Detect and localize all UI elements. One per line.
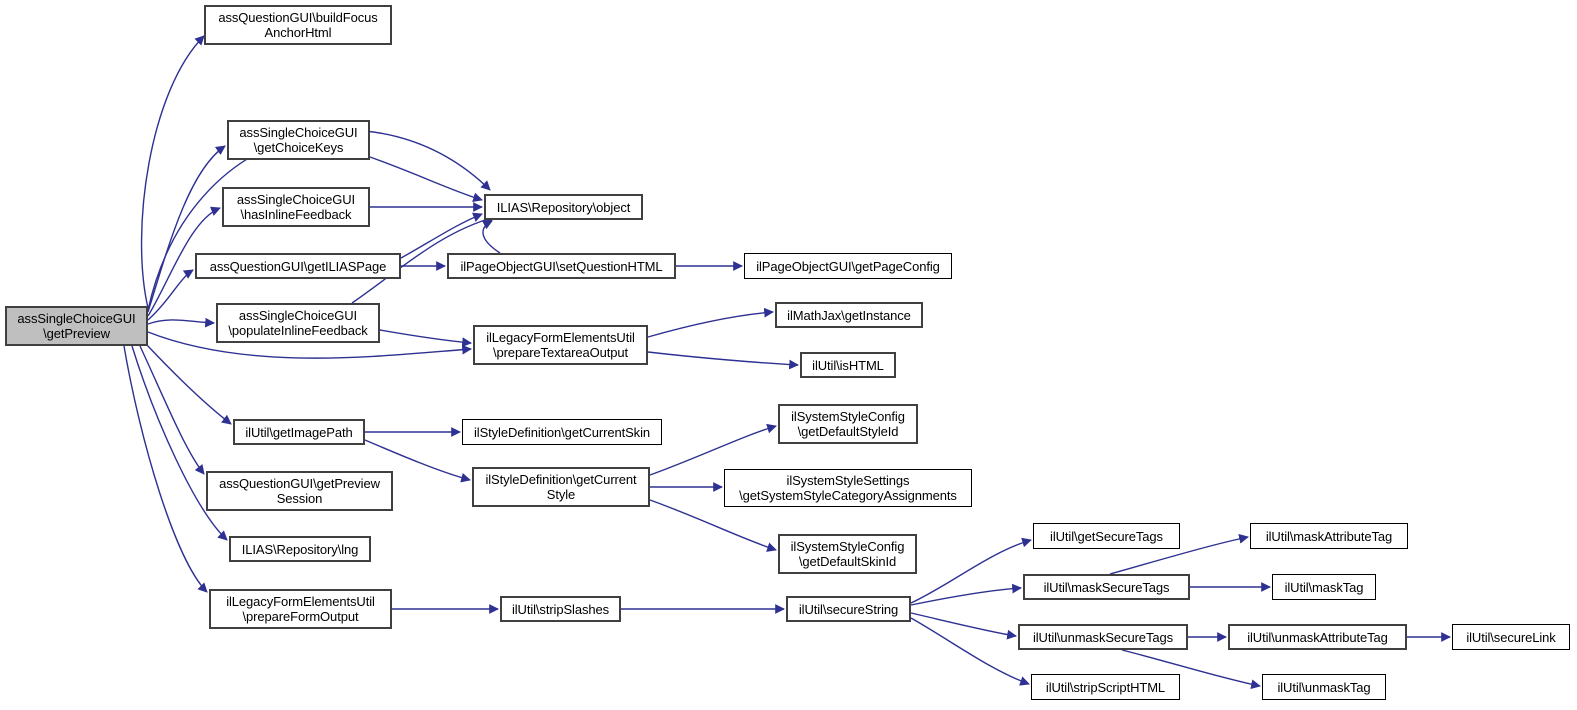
graph-node-n0[interactable]: assSingleChoiceGUI \getPreview bbox=[5, 306, 148, 346]
graph-node-n19[interactable]: ILIAS\Repository\lng bbox=[229, 536, 371, 562]
edge-n22-to-n27 bbox=[910, 612, 1017, 640]
edge-n0-to-n5 bbox=[147, 269, 194, 321]
graph-node-n20[interactable]: ilLegacyFormElementsUtil \prepareFormOut… bbox=[209, 589, 392, 629]
graph-node-n27[interactable]: ilUtil\unmaskSecureTags bbox=[1018, 624, 1188, 650]
edge-n22-to-n23 bbox=[910, 537, 1032, 604]
graph-node-n24[interactable]: ilUtil\maskSecureTags bbox=[1023, 574, 1190, 600]
graph-node-n26[interactable]: ilUtil\maskTag bbox=[1272, 574, 1376, 600]
edge-n14-to-n17 bbox=[649, 499, 777, 552]
graph-node-n13[interactable]: ilStyleDefinition\getCurrentSkin bbox=[462, 419, 662, 445]
graph-node-n28[interactable]: ilUtil\unmaskAttributeTag bbox=[1228, 624, 1407, 650]
graph-node-n9[interactable]: ilLegacyFormElementsUtil \prepareTextare… bbox=[473, 325, 648, 365]
graph-node-n8[interactable]: assSingleChoiceGUI \populateInlineFeedba… bbox=[216, 303, 380, 343]
edge-n9-to-n11 bbox=[647, 351, 799, 370]
edge-n0-to-n2 bbox=[147, 145, 226, 313]
graph-node-n2[interactable]: assSingleChoiceGUI \getChoiceKeys bbox=[227, 120, 370, 160]
graph-node-n12[interactable]: ilUtil\getImagePath bbox=[233, 419, 365, 445]
edge-n0-to-n20 bbox=[123, 345, 208, 593]
graph-node-n4[interactable]: ILIAS\Repository\object bbox=[484, 194, 643, 220]
graph-node-n25[interactable]: ilUtil\maskAttributeTag bbox=[1250, 523, 1408, 549]
edge-n0-to-n12 bbox=[145, 343, 232, 425]
graph-node-n30[interactable]: ilUtil\stripScriptHTML bbox=[1031, 674, 1180, 700]
graph-node-n21[interactable]: ilUtil\stripSlashes bbox=[500, 596, 621, 622]
graph-node-n7[interactable]: ilPageObjectGUI\getPageConfig bbox=[744, 253, 952, 279]
edge-n2-to-n4 bbox=[369, 156, 483, 203]
graph-node-n22[interactable]: ilUtil\secureString bbox=[786, 596, 911, 622]
graph-node-n14[interactable]: ilStyleDefinition\getCurrent Style bbox=[472, 467, 650, 507]
graph-node-n15[interactable]: ilSystemStyleConfig \getDefaultStyleId bbox=[778, 404, 918, 444]
edge-n6-to-n4 bbox=[481, 220, 501, 254]
graph-node-n1[interactable]: assQuestionGUI\buildFocus AnchorHtml bbox=[204, 5, 392, 45]
graph-node-n6[interactable]: ilPageObjectGUI\setQuestionHTML bbox=[447, 253, 676, 279]
graph-node-n23[interactable]: ilUtil\getSecureTags bbox=[1033, 523, 1180, 549]
graph-node-n5[interactable]: assQuestionGUI\getILIASPage bbox=[195, 253, 401, 279]
edge-n0-to-n8 bbox=[147, 317, 215, 328]
graph-node-n10[interactable]: ilMathJax\getInstance bbox=[775, 302, 923, 328]
edge-n8-to-n9 bbox=[379, 329, 472, 348]
graph-node-n17[interactable]: ilSystemStyleConfig \getDefaultSkinId bbox=[778, 534, 917, 574]
graph-node-n18[interactable]: assQuestionGUI\getPreview Session bbox=[206, 471, 393, 511]
edge-n0-to-n18 bbox=[139, 345, 205, 475]
edge-n9-to-n10 bbox=[647, 307, 774, 338]
graph-node-n31[interactable]: ilUtil\unmaskTag bbox=[1262, 674, 1386, 700]
edge-n14-to-n15 bbox=[649, 423, 777, 476]
graph-node-n16[interactable]: ilSystemStyleSettings \getSystemStyleCat… bbox=[724, 469, 972, 507]
edge-n22-to-n30 bbox=[910, 617, 1030, 686]
edge-n5-to-n4 bbox=[400, 212, 483, 259]
graph-node-n11[interactable]: ilUtil\isHTML bbox=[800, 352, 896, 378]
edge-n22-to-n24 bbox=[910, 583, 1022, 606]
graph-node-n29[interactable]: ilUtil\secureLink bbox=[1452, 624, 1570, 650]
graph-node-n3[interactable]: assSingleChoiceGUI \hasInlineFeedback bbox=[222, 187, 370, 227]
